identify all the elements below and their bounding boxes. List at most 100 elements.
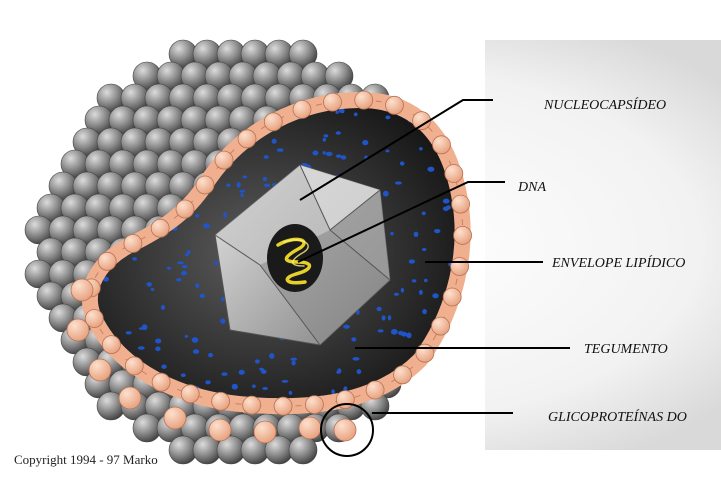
tegument-dot [353, 357, 360, 361]
tegument-dot [161, 305, 165, 310]
tegument-dot [412, 279, 416, 282]
glycoprotein-knob [451, 258, 469, 276]
glycoprotein-knob [452, 195, 470, 213]
tegument-dot [422, 309, 427, 314]
tegument-dot [357, 369, 362, 374]
tegument-dot [331, 389, 335, 394]
tegument-dot [264, 184, 270, 188]
glycoprotein-knob [102, 336, 120, 354]
tegument-dot [259, 368, 264, 371]
glycoprotein-knob [293, 100, 311, 118]
glycoprotein-knob [212, 392, 230, 410]
glycoprotein-knob [67, 319, 89, 341]
tegument-dot [323, 151, 326, 154]
tegument-dot [409, 259, 415, 263]
tegument-dot [215, 261, 219, 266]
tegument-dot [264, 155, 269, 159]
tegument-dot [240, 190, 246, 193]
tegument-dot [289, 391, 293, 395]
glycoprotein-knob [119, 387, 141, 409]
glycoprotein-knob [196, 176, 214, 194]
tegument-dot [192, 337, 199, 343]
tegument-dot [336, 111, 339, 114]
tegument-dot [323, 138, 327, 142]
tegument-dot [422, 212, 426, 216]
tegument-dot [147, 282, 152, 287]
tegument-dot [203, 223, 210, 228]
glycoprotein-knob [305, 396, 323, 414]
tegument-dot [336, 371, 340, 374]
tegument-dot [255, 359, 260, 363]
tegument-dot [221, 297, 225, 301]
tegument-dot [161, 365, 166, 369]
tegument-dot [262, 387, 268, 390]
glycoprotein-knob [432, 317, 450, 335]
label-dna: DNA [518, 180, 546, 196]
tegument-dot [282, 380, 289, 383]
tegument-dot [181, 271, 187, 276]
copyright-text: Copyright 1994 - 97 Marko [14, 452, 158, 468]
tegument-dot [378, 329, 384, 332]
tegument-dot [205, 380, 211, 384]
glycoprotein-knob [164, 407, 186, 429]
tegument-dot [142, 324, 148, 330]
tegument-dot [395, 181, 402, 184]
tegument-dot [185, 335, 189, 338]
tegument-dot [312, 151, 318, 156]
tegument-dot [377, 307, 382, 311]
tegument-dot [208, 353, 213, 357]
tegument-dot [443, 199, 450, 204]
tegument-dot [290, 358, 297, 361]
glycoprotein-knob [443, 288, 461, 306]
tegument-dot [434, 229, 440, 233]
tegument-dot [422, 248, 427, 251]
tegument-dot [226, 184, 230, 187]
glycoprotein-knob [71, 279, 93, 301]
tegument-dot [177, 261, 184, 264]
tegument-dot [155, 347, 160, 352]
glycoprotein-knob [264, 113, 282, 131]
label-tegument: TEGUMENTO [584, 342, 668, 358]
tegument-dot [195, 214, 199, 217]
tegument-dot [432, 293, 438, 298]
tegument-dot [406, 332, 411, 338]
tegument-dot [427, 167, 434, 172]
glycoprotein-knob [98, 252, 116, 270]
tegument-dot [195, 283, 199, 288]
tegument-dot [176, 278, 182, 281]
glycoprotein-knob [215, 151, 233, 169]
tegument-dot [401, 332, 407, 337]
tegument-dot [354, 113, 358, 117]
glycoprotein-knob [366, 381, 384, 399]
tegument-dot [292, 361, 296, 366]
tegument-dot [388, 315, 392, 320]
tegument-dot [326, 152, 333, 156]
tegument-dot [239, 370, 245, 375]
tegument-dot [272, 139, 277, 144]
dna-core [267, 224, 323, 292]
glycoprotein-knob [274, 397, 292, 415]
glycoprotein-knob [386, 96, 404, 114]
glycoprotein-knob [394, 366, 412, 384]
tegument-dot [385, 116, 390, 120]
glycoprotein-knob [445, 165, 463, 183]
tegument-dot [252, 385, 256, 388]
tegument-dot [386, 150, 390, 153]
tegument-dot [181, 373, 186, 377]
tegument-dot [394, 293, 399, 296]
tegument-dot [151, 288, 155, 291]
glycoprotein-knob [151, 219, 169, 237]
tegument-dot [132, 257, 137, 261]
tegument-dot [336, 155, 342, 158]
label-glycoproteins: GLICOPROTEÍNAS DO [548, 410, 687, 426]
glycoprotein-knob [125, 357, 143, 375]
tegument-dot [232, 384, 238, 390]
tegument-dot [263, 177, 267, 181]
tegument-dot [424, 279, 428, 282]
tegument-dot [242, 176, 247, 179]
tegument-dot [324, 134, 329, 137]
glycoprotein-knob [238, 130, 256, 148]
label-envelope: ENVELOPE LIPÍDICO [552, 256, 685, 272]
glycoprotein-knob [209, 419, 231, 441]
